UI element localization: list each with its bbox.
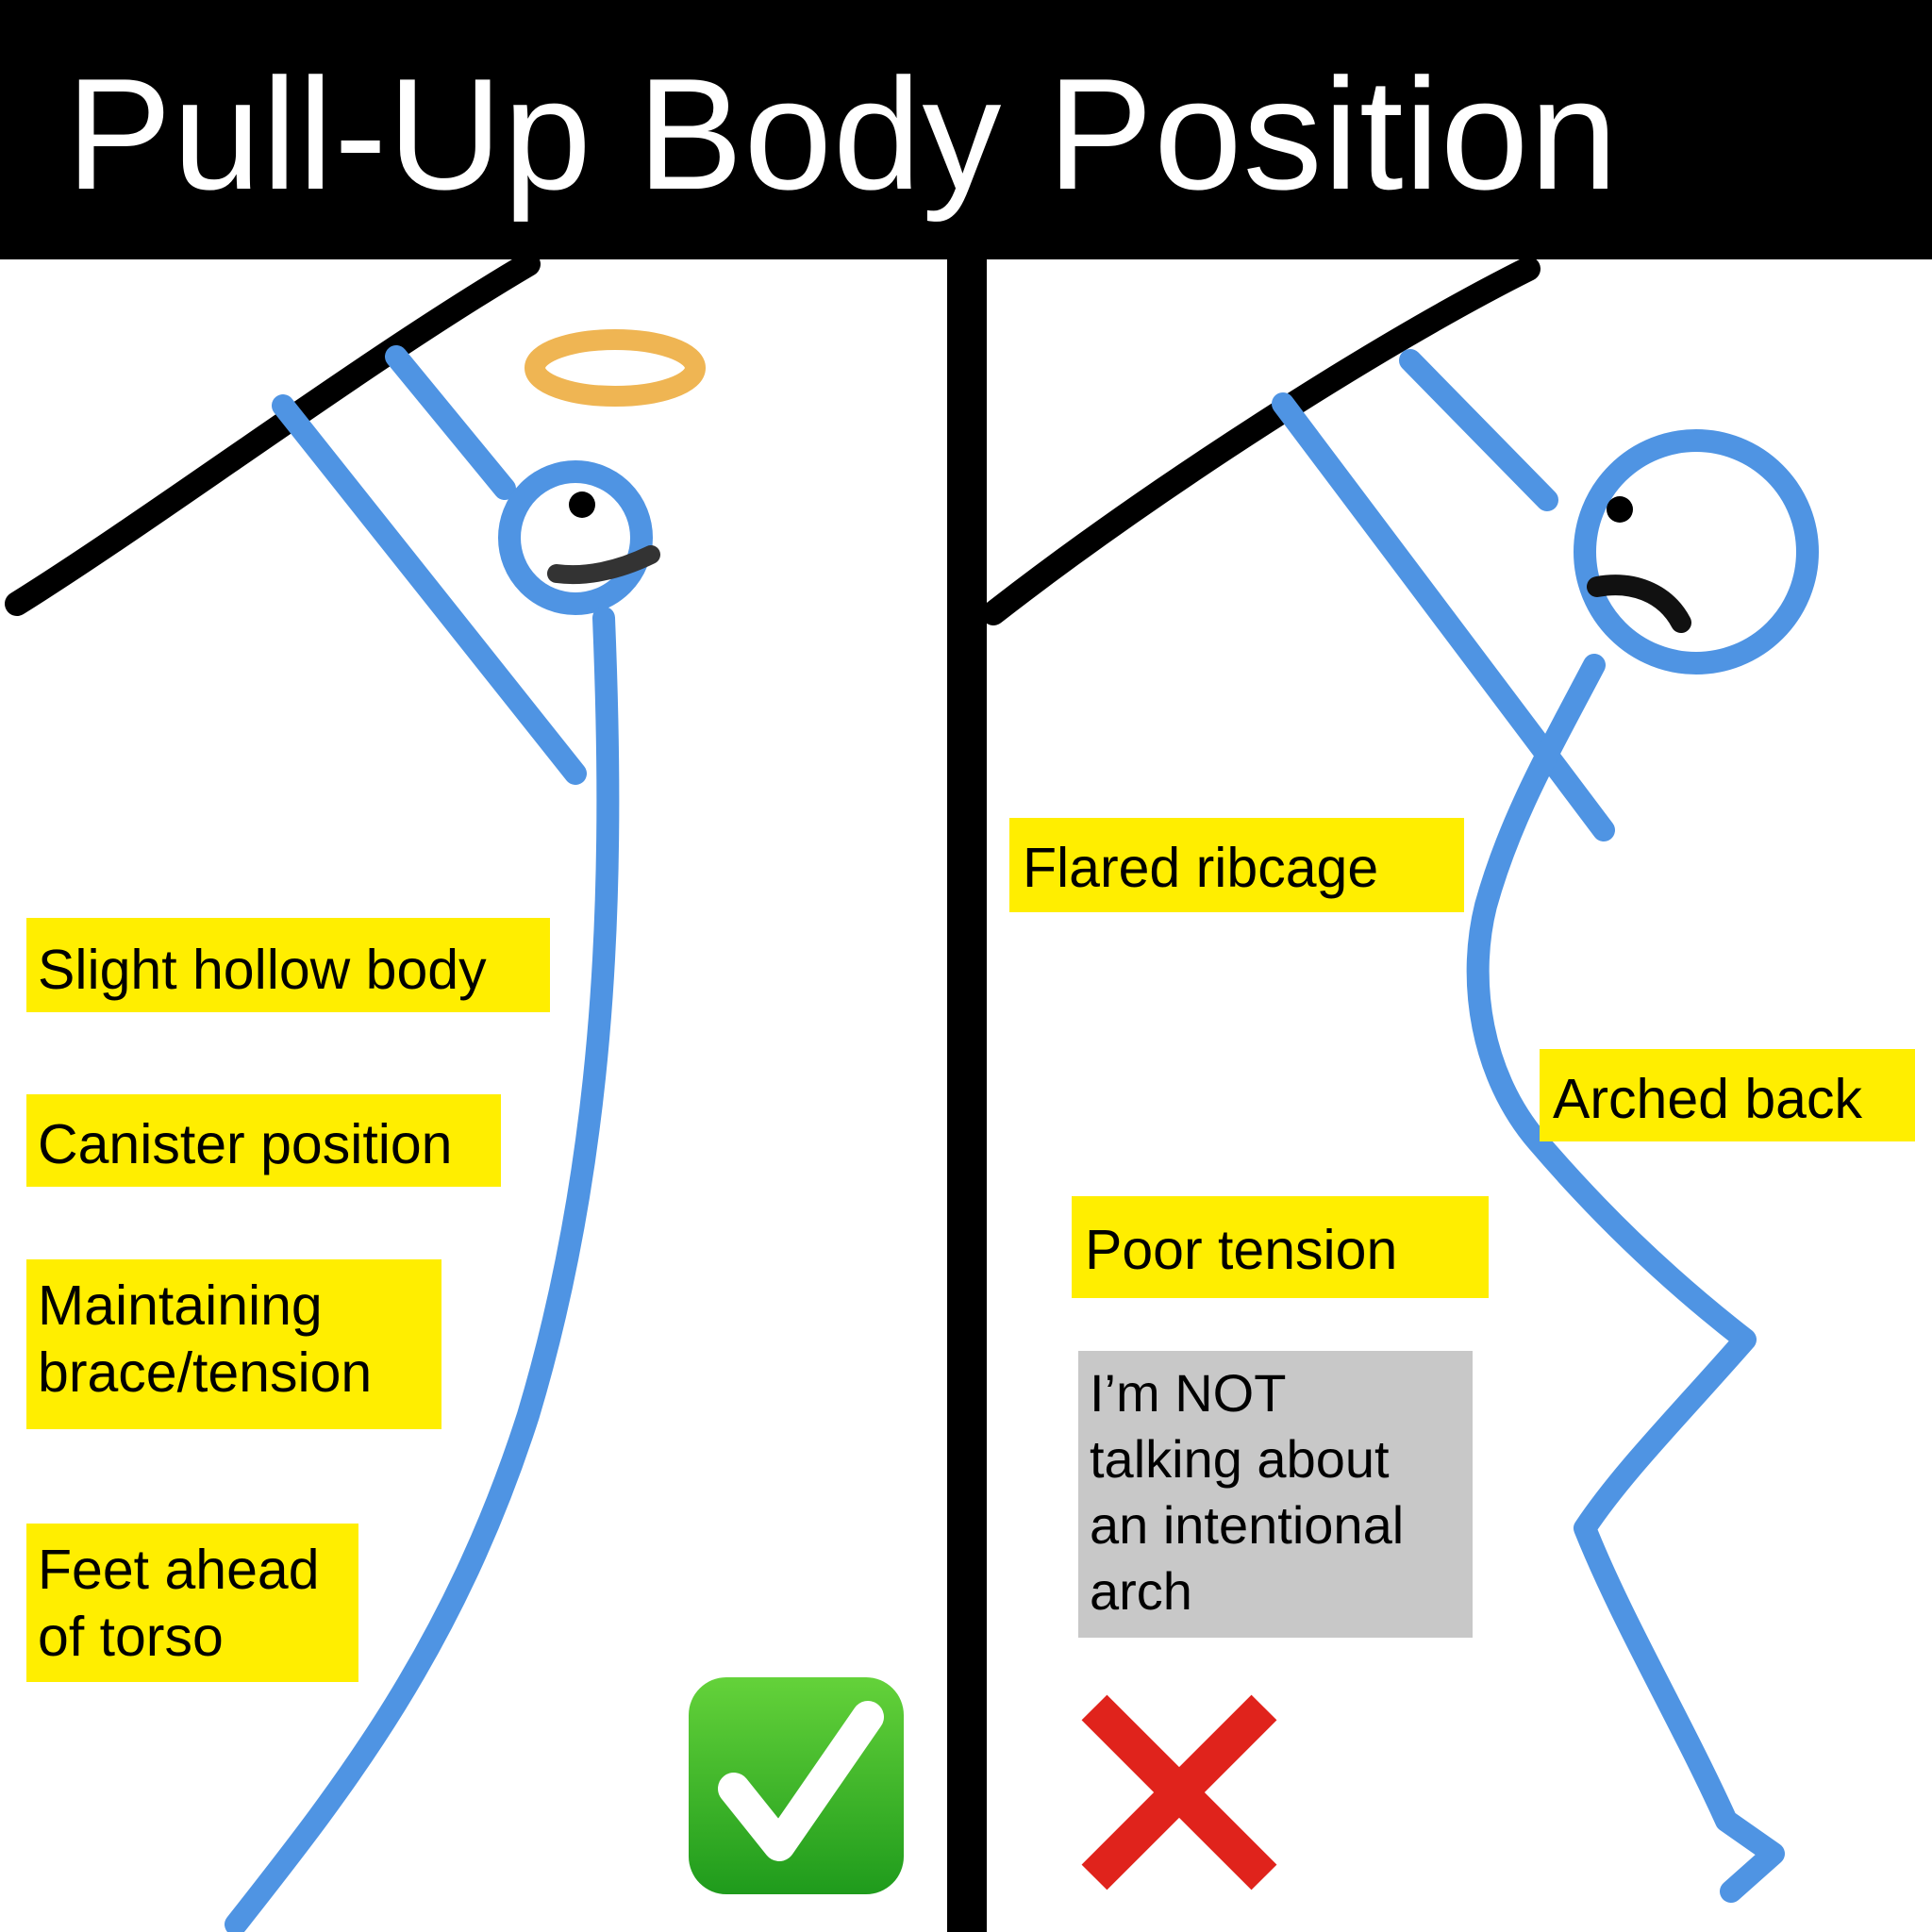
- body-left: [225, 607, 620, 1932]
- note-line: arch: [1090, 1561, 1192, 1621]
- label-feet-ahead: Feet ahead of torso: [26, 1524, 358, 1682]
- bad-form-figure: [981, 257, 1819, 1903]
- label-text: Poor tension: [1085, 1219, 1398, 1281]
- label-text: Slight hollow body: [38, 939, 487, 1001]
- eye-left: [569, 491, 595, 518]
- cross-mark-icon: [1081, 1694, 1277, 1890]
- head-left-outline: [498, 460, 653, 615]
- halo-icon: [525, 329, 706, 407]
- body-right: [1466, 654, 1785, 1903]
- panel-divider: [947, 259, 987, 1932]
- pull-up-bar-right: [981, 257, 1541, 625]
- label-maintaining-brace: Maintaining brace/tension: [26, 1259, 441, 1429]
- eye-right: [1607, 496, 1633, 523]
- head-right-outline: [1574, 429, 1819, 675]
- arm-back-right: [1272, 392, 1615, 841]
- smile-mouth: [547, 545, 660, 585]
- label-flared-ribcage: Flared ribcage: [1009, 818, 1464, 912]
- frown-mouth: [1587, 575, 1691, 633]
- label-line: of torso: [38, 1605, 224, 1668]
- title-bar: Pull-Up Body Position: [0, 0, 1932, 259]
- label-text: Canister position: [38, 1113, 453, 1175]
- label-line: Feet ahead: [38, 1539, 320, 1601]
- note-line: talking about: [1090, 1429, 1390, 1489]
- arm-front-right: [1399, 349, 1558, 511]
- arm-back-left: [272, 394, 587, 785]
- label-text: Flared ribcage: [1023, 837, 1379, 899]
- label-slight-hollow-body: Slight hollow body: [26, 918, 550, 1012]
- pull-up-bar-left: [5, 252, 541, 616]
- note-line: I’m NOT: [1090, 1363, 1287, 1423]
- page-title: Pull-Up Body Position: [66, 45, 1619, 223]
- note-line: an intentional: [1090, 1495, 1405, 1555]
- label-poor-tension: Poor tension: [1072, 1196, 1489, 1298]
- label-canister-position: Canister position: [26, 1094, 501, 1187]
- label-text: Arched back: [1553, 1068, 1862, 1130]
- check-mark-icon: [689, 1677, 904, 1894]
- note-intentional-arch: I’m NOT talking about an intentional arc…: [1078, 1351, 1473, 1638]
- arm-front-left: [385, 345, 516, 500]
- label-line: brace/tension: [38, 1341, 373, 1404]
- label-arched-back: Arched back: [1540, 1049, 1915, 1141]
- good-form-figure: [5, 252, 706, 1932]
- label-line: Maintaining: [38, 1274, 323, 1337]
